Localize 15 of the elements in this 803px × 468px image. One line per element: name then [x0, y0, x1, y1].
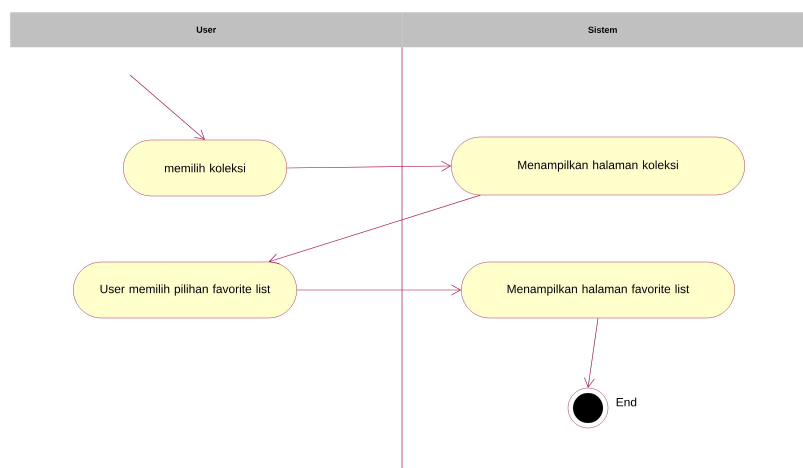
arrow: [268, 194, 481, 264]
end-label: End: [616, 398, 636, 406]
node-label: Sistem: [588, 26, 617, 33]
activity-box: Menampilkan halaman favorite list: [461, 262, 735, 318]
arrow: [286, 160, 452, 172]
activity-box: memilih koleksi: [123, 140, 287, 196]
arrow: [584, 318, 598, 388]
node-label: User: [196, 26, 216, 33]
arrow: [130, 74, 205, 140]
swimlane-header: Sistem: [402, 12, 803, 48]
end-state: [568, 388, 608, 428]
swimlane-header: User: [10, 12, 402, 48]
activity-box: User memilih pilihan favorite list: [73, 262, 297, 318]
arrow: [296, 284, 462, 296]
activity-box: Menampilkan halaman koleksi: [451, 136, 745, 196]
